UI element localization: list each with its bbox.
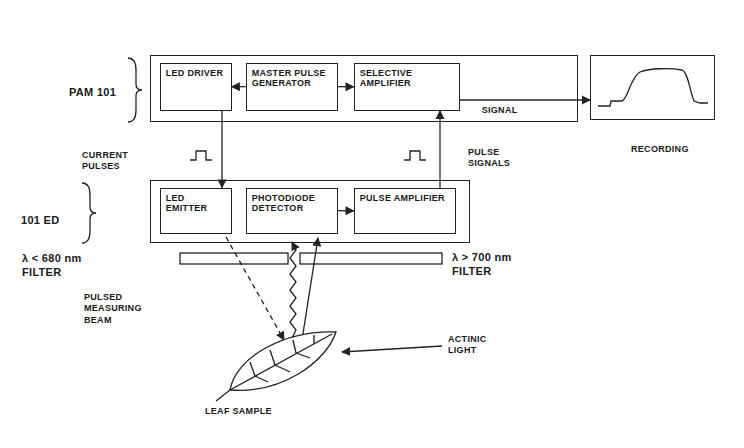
signal-arrow (221, 111, 222, 188)
signal-arrow (439, 111, 440, 188)
process-box: MASTER PULSE GENERATOR (246, 63, 338, 111)
unit-label: PAM 101 (69, 86, 116, 99)
annotation-label: λ > 700 nm FILTER (452, 251, 544, 279)
signal-arrow (338, 86, 354, 87)
measuring-beam (226, 237, 284, 340)
unit-label: 101 ED (21, 214, 60, 227)
annotation-label: CURRENT PULSES (82, 150, 154, 173)
fluorescence-ray (302, 238, 318, 340)
leaf-illustration (216, 332, 336, 401)
annotation-label: LEAF SAMPLE (205, 406, 315, 417)
actinic-arrow (342, 346, 442, 352)
box-label: MASTER PULSE GENERATOR (247, 64, 337, 94)
filter (180, 253, 288, 264)
signal-arrow (232, 86, 246, 87)
pulse-symbol (404, 151, 426, 160)
process-box: PHOTODIODE DETECTOR (246, 188, 338, 234)
process-box: LED EMITTER (160, 188, 232, 234)
signal-arrow (338, 210, 354, 211)
unit-box: 101 EDLED EMITTERPHOTODIODE DETECTORPULS… (150, 180, 470, 243)
fluorescence-ray (290, 242, 296, 338)
process-box: SELECTIVE AMPLIFIER (354, 63, 460, 111)
recorder-box: RECORDING (590, 55, 715, 120)
brace (128, 58, 142, 122)
process-box: PULSE AMPLIFIER (354, 188, 456, 234)
box-label: LED EMITTER (161, 189, 231, 219)
box-label: LED DRIVER (161, 64, 231, 83)
box-label: SELECTIVE AMPLIFIER (355, 64, 459, 94)
edge-label: SIGNAL (480, 105, 520, 115)
brace (82, 183, 96, 243)
box-label: PHOTODIODE DETECTOR (247, 189, 337, 219)
annotation-label: λ < 680 nm FILTER (22, 252, 114, 280)
annotation-label: ACTINIC LIGHT (448, 334, 506, 357)
process-box: LED DRIVER (160, 63, 232, 111)
unit-label: RECORDING (631, 144, 689, 155)
recording-trace (598, 69, 708, 106)
annotation-label: PULSED MEASURING BEAM (84, 292, 156, 326)
box-label: PULSE AMPLIFIER (355, 189, 455, 208)
filter (300, 253, 442, 264)
pulse-symbol (190, 151, 212, 160)
annotation-label: PULSE SIGNALS (468, 147, 530, 170)
signal-arrow (460, 99, 590, 100)
